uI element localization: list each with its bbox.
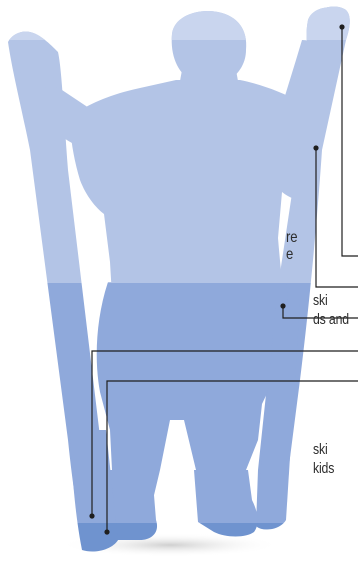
leader-dot-5	[104, 529, 109, 534]
caption-fragment-1: re	[286, 229, 297, 247]
caption-fragment-6: kids	[313, 460, 334, 477]
leader-dot-3	[280, 303, 285, 308]
leader-dot-1	[339, 24, 344, 29]
leader-line-2	[316, 148, 358, 287]
leader-dot-2	[313, 145, 318, 150]
caption-fragment-3: ski	[313, 292, 328, 309]
caption-fragment-5: ski	[313, 441, 328, 458]
caption-fragment-2: e	[286, 246, 293, 264]
leader-dot-4	[89, 513, 94, 518]
caption-fragment-4: ds and	[313, 311, 349, 328]
leader-line-1	[342, 27, 358, 256]
